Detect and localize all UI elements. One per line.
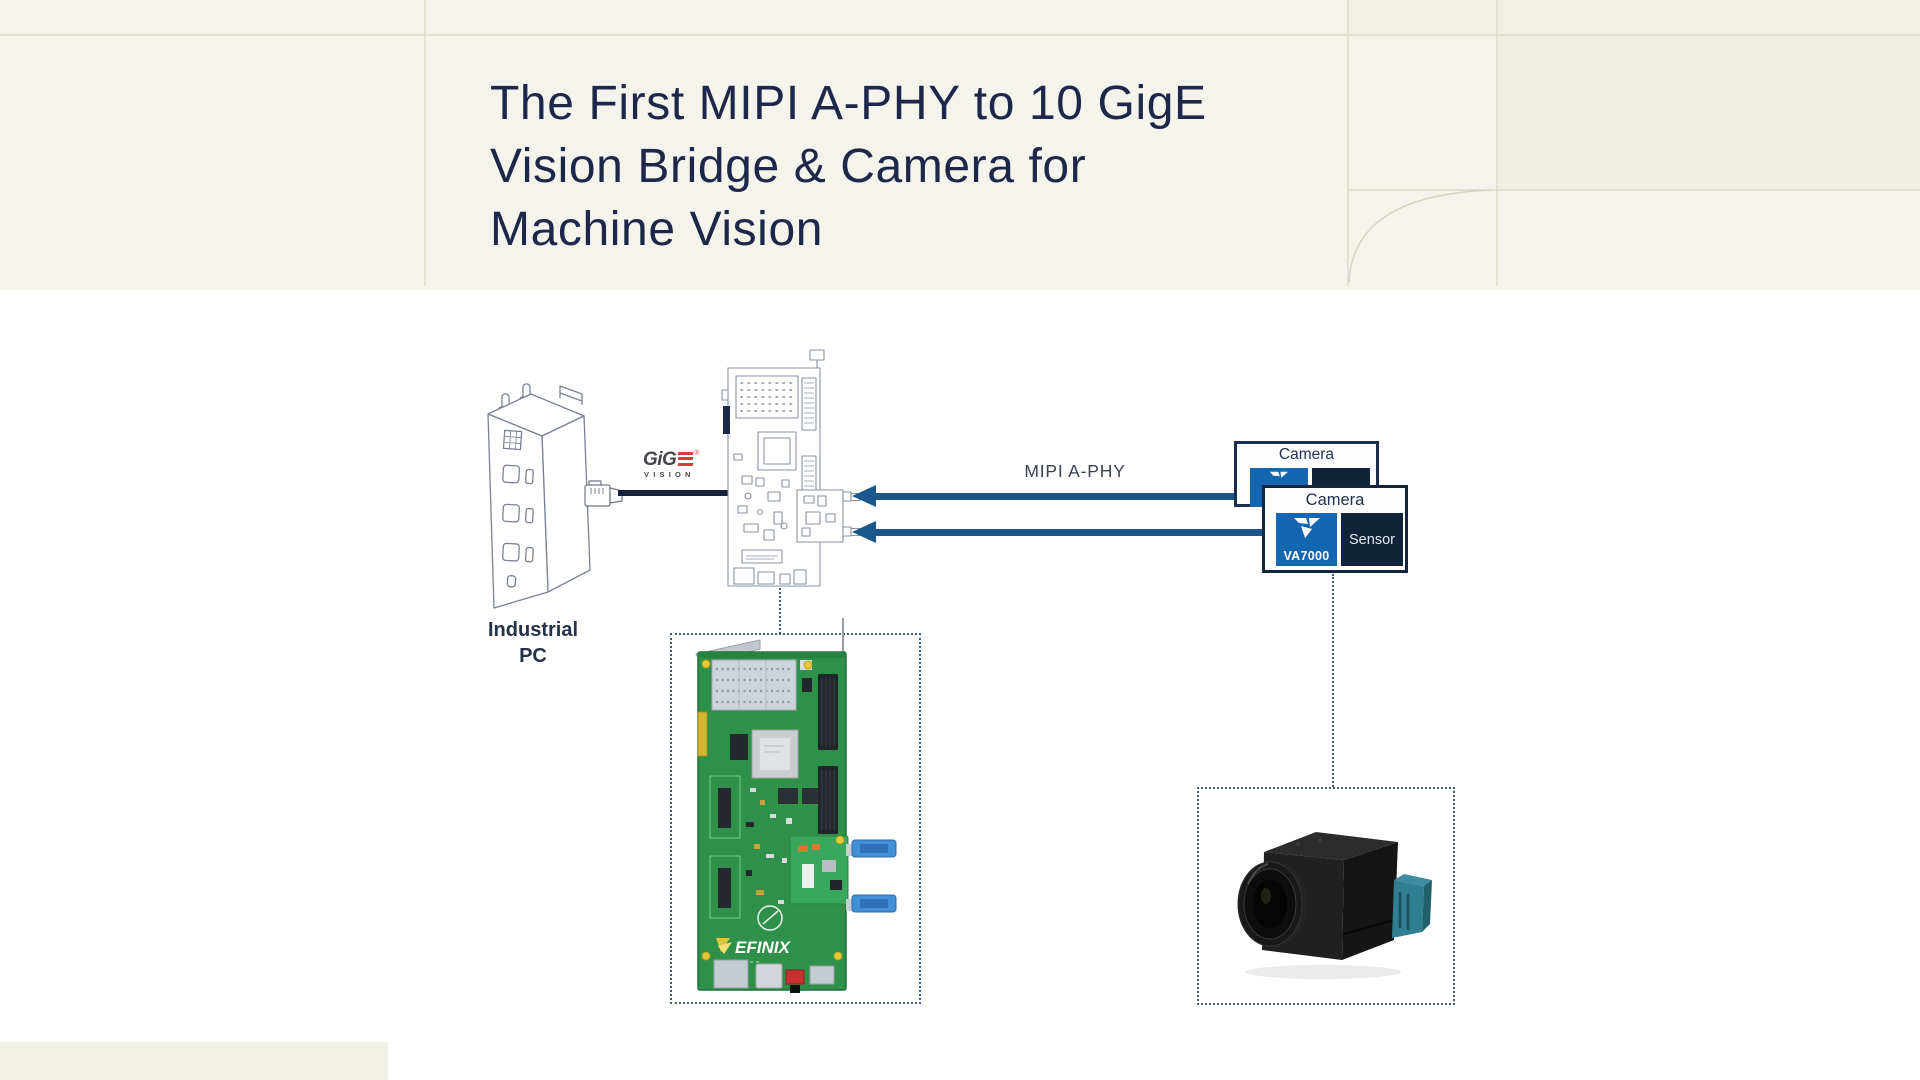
header-grid-decoration — [0, 0, 1920, 286]
camera-box-back-title: Camera — [1278, 446, 1335, 463]
camera-front-sensor-block: Sensor — [1341, 513, 1403, 566]
gige-logo-text: GiG — [643, 449, 677, 470]
page-title: The First MIPI A-PHY to 10 GigE Vision B… — [490, 72, 1207, 261]
camera-product-photo — [1237, 832, 1432, 979]
mipi-arrow-1-shaft — [874, 493, 1234, 500]
mipi-arrow-2-shaft — [874, 529, 1262, 536]
title-line-3: Machine Vision — [490, 203, 824, 256]
gige-logo-e-bars — [677, 452, 694, 468]
header-band: The First MIPI A-PHY to 10 GigE Vision B… — [0, 0, 1920, 290]
gige-logo-row: GiG ® — [643, 450, 753, 469]
camera-box-front-title: Camera — [1305, 491, 1365, 509]
bottom-left-accent-block — [0, 1042, 388, 1080]
title-line-2: Vision Bridge & Camera for — [490, 140, 1087, 193]
camera-box-front: Camera VA7000 Sensor — [1262, 485, 1408, 573]
camera-box-to-photo-dotted-line — [1332, 574, 1334, 787]
card-to-board-dotted-line — [779, 588, 781, 634]
mipi-arrow-1-head — [852, 485, 876, 507]
gige-logo-vision-text: VISION — [644, 470, 695, 479]
bridge-card-drawing — [721, 349, 861, 587]
camera-front-bridge-chip-block: VA7000 — [1276, 513, 1337, 566]
industrial-pc-label: Industrial PC — [453, 617, 613, 669]
rj45-connector-drawing — [584, 480, 623, 507]
gige-cable — [618, 490, 732, 496]
efinix-board-photo: EFINIX — [695, 618, 897, 993]
gige-logo-registered-mark: ® — [694, 450, 700, 457]
mipi-aphy-label: MIPI A-PHY — [1024, 461, 1126, 481]
gige-vision-logo: GiG ® VISION — [643, 450, 753, 479]
va7000-label: VA7000 — [1283, 549, 1330, 563]
efinix-mark-icon — [1270, 471, 1288, 478]
industrial-pc-label-line1: Industrial — [487, 619, 578, 641]
industrial-pc-label-line2: PC — [519, 645, 547, 667]
title-line-1: The First MIPI A-PHY to 10 GigE — [490, 77, 1207, 130]
efinix-mark-icon — [1293, 518, 1320, 538]
industrial-pc-drawing — [487, 383, 591, 609]
mipi-arrow-2-head — [852, 521, 876, 543]
sensor-label: Sensor — [1349, 531, 1395, 548]
efinix-brand-text: EFINIX — [735, 938, 791, 957]
